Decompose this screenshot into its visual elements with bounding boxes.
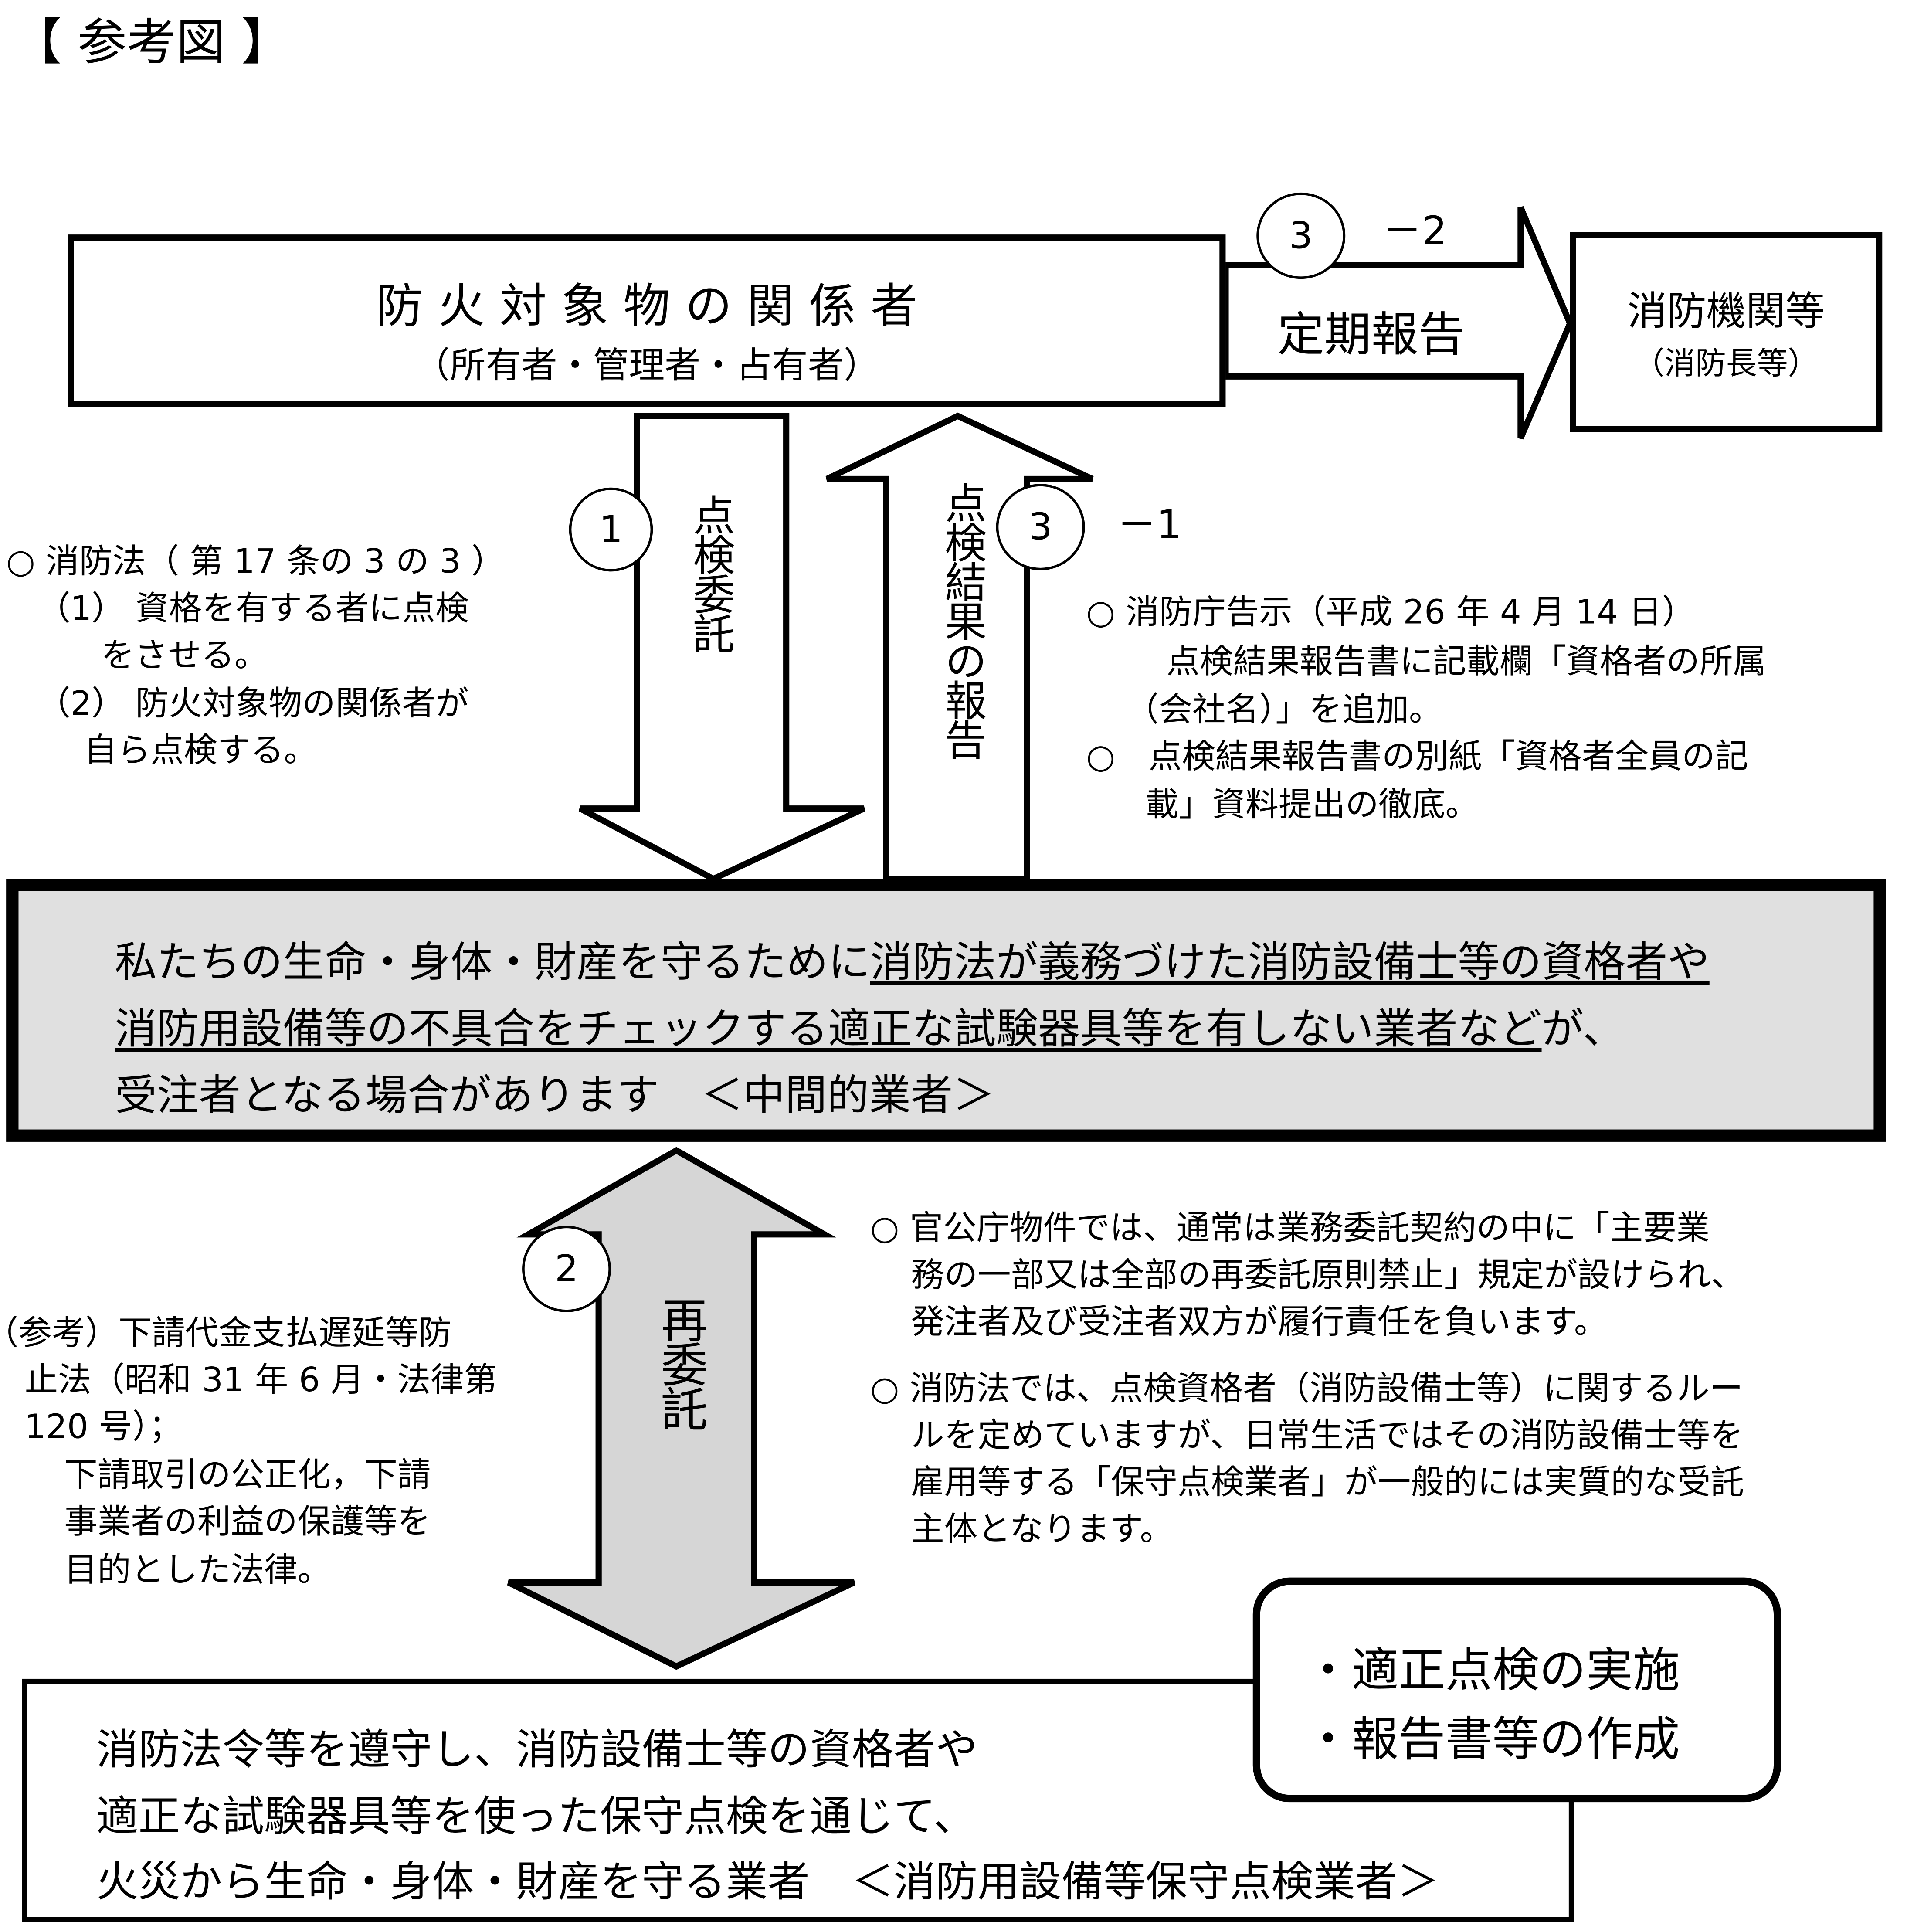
note-line: 事業者の利益の保護等を — [64, 1503, 431, 1542]
step-number: 1 — [599, 508, 623, 551]
step-suffix: －2 — [1382, 207, 1447, 255]
note-line: 点検結果報告書に記載欄「資格者の所属 — [1166, 643, 1767, 682]
note-line: （参考）下請代金支払遅延等防 — [0, 1314, 452, 1353]
step-3-2-circle: 3 — [1256, 192, 1346, 279]
step-number: 3 — [1028, 505, 1052, 549]
note-line: 載」資料提出の徹底。 — [1145, 786, 1479, 825]
periodic-report-label: 定期報告 — [1277, 307, 1465, 362]
note-line: 自ら点検する。 — [84, 732, 317, 771]
company-line: 火災から生命・身体・財産を守る業者 ＜消防用設備等保守点検業者＞ — [96, 1857, 1439, 1907]
text: 私たちの生命・身体・財産を守るために — [115, 938, 870, 988]
underlined-text: 消防法が義務づけた消防設備士等の資格者や — [870, 938, 1710, 988]
note-line: ○ 消防庁告示（平成 26 年 4 月 14 日） — [1086, 594, 1696, 632]
company-line: 適正な試験器具等を使った保守点検を通じて、 — [96, 1792, 976, 1842]
text: が、 — [1541, 1005, 1625, 1054]
step-2-circle: 2 — [522, 1226, 611, 1312]
note-line: ルを定めていますが、日常生活ではその消防設備士等を — [911, 1417, 1744, 1456]
periodic-report-arrow — [1222, 206, 1574, 440]
fire-dept-box: 消防機関等 （消防長等） — [1570, 232, 1883, 432]
note-line: （会社名）」を追加。 — [1126, 691, 1442, 730]
intermediary-line-3: 受注者となる場合があります ＜中間的業者＞ — [115, 1071, 995, 1121]
intermediary-line-1: 私たちの生命・身体・財産を守るために消防法が義務づけた消防設備士等の資格者や — [115, 928, 1709, 989]
note-line: （2） 防火対象物の関係者が — [37, 685, 469, 723]
duty-item: ・報告書等の作成 — [1304, 1712, 1680, 1767]
step-1-circle: 1 — [569, 487, 653, 572]
note-line: 発注者及び受注者双方が履行責任を負います。 — [911, 1303, 1608, 1342]
fire-dept-subtitle: （消防長等） — [1633, 346, 1819, 382]
owner-box: 防 火 対 象 物 の 関 係 者 （所有者・管理者・占有者） — [68, 234, 1226, 407]
page-title: 【 参考図 】 — [12, 14, 291, 72]
note-line: 下請取引の公正化，下請 — [64, 1457, 431, 1495]
step-3-1-circle: 3 — [996, 484, 1085, 570]
duty-item: ・適正点検の実施 — [1304, 1643, 1680, 1698]
note-line: 止法（昭和 31 年 6 月・法律第 — [24, 1362, 498, 1400]
note-line: 雇用等する「保守点検業者」が一般的には実質的な受託 — [911, 1464, 1744, 1502]
note-line: ○ 官公庁物件では、通常は業務委託契約の中に「主要業 — [870, 1209, 1710, 1248]
note-line: 主体となります。 — [911, 1511, 1174, 1549]
intermediary-line-2: 消防用設備等の不具合をチェックする適正な試験器具等を有しない業者などが、 — [115, 995, 1625, 1056]
note-line: 務の一部又は全部の再委託原則禁止」規定が設けられ、 — [911, 1256, 1744, 1295]
intermediary-box: 私たちの生命・身体・財産を守るために消防法が義務づけた消防設備士等の資格者や 消… — [6, 879, 1886, 1142]
note-line: ○ 点検結果報告書の別紙「資格者全員の記 — [1086, 738, 1749, 777]
underlined-text: 消防用設備等の不具合をチェックする適正な試験器具等を有しない業者など — [115, 1005, 1542, 1054]
note-line: （1） 資格を有する者に点検 — [37, 590, 469, 628]
step-number: 2 — [554, 1247, 579, 1291]
note-line: ○ 消防法では、点検資格者（消防設備士等）に関するルー — [870, 1370, 1743, 1409]
subcontract-label: 再委託 — [653, 1296, 707, 1429]
note-line: をさせる。 — [101, 637, 268, 676]
step-suffix: －1 — [1117, 501, 1182, 548]
inspection-contract-label: 点検委託 — [685, 493, 735, 652]
note-line: ○ 消防法（ 第 17 条の 3 の 3 ） — [6, 543, 505, 582]
duties-callout: ・適正点検の実施 ・報告書等の作成 — [1252, 1577, 1781, 1803]
owner-subtitle: （所有者・管理者・占有者） — [414, 344, 880, 387]
note-line: 目的とした法律。 — [64, 1552, 331, 1590]
owner-title: 防 火 対 象 物 の 関 係 者 — [376, 279, 918, 333]
inspection-result-label: 点検結果の報告 — [937, 481, 987, 758]
note-line: 120 号）； — [24, 1408, 183, 1447]
fire-dept-title: 消防機関等 — [1627, 287, 1825, 335]
step-number: 3 — [1289, 214, 1313, 258]
company-line: 消防法令等を遵守し、消防設備士等の資格者や — [96, 1725, 978, 1775]
